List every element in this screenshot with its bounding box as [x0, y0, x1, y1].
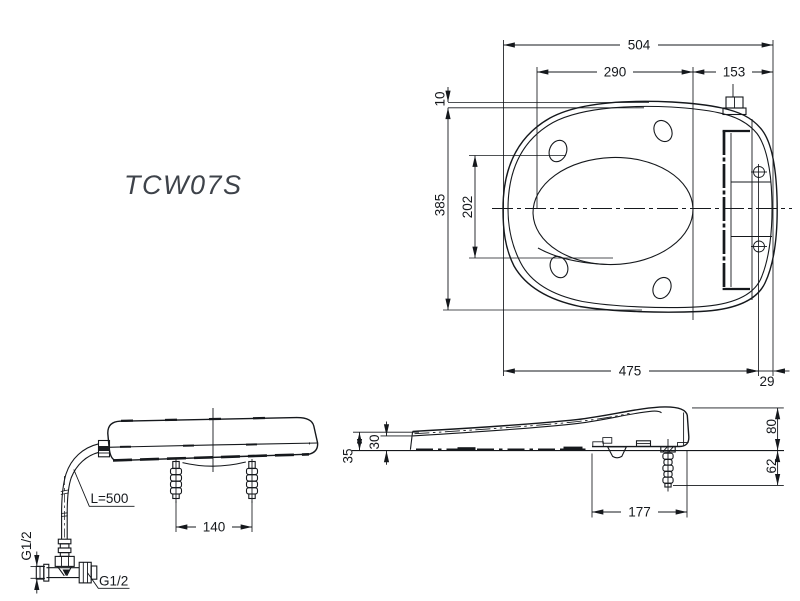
t-valve — [35, 538, 98, 584]
supply-hose — [60, 443, 99, 540]
side-view-dimensions: 35 30 80 62 177 — [341, 407, 784, 520]
rear-view-dimensions: 140 — [175, 501, 253, 535]
seat-bumper-holes — [548, 119, 673, 300]
thread-supply-label: G1/2 — [99, 574, 128, 589]
dim-385-label: 385 — [433, 194, 448, 217]
mount-bolt-right — [245, 459, 259, 503]
hinge-bolt — [722, 84, 747, 116]
dim-30-label: 30 — [367, 434, 382, 449]
water-inlet-connector — [97, 439, 111, 458]
top-view: 504 290 153 10 385 202 475 29 — [433, 38, 792, 389]
dim-62-label: 62 — [764, 458, 779, 473]
rear-view-annotations: L=500 G1/2 G1/2 — [19, 469, 135, 594]
dim-29-label: 29 — [759, 374, 774, 389]
dim-153-label: 153 — [723, 65, 746, 80]
side-view: 35 30 80 62 177 — [341, 406, 784, 520]
dim-177-label: 177 — [628, 505, 651, 520]
nozzle-detail — [602, 437, 613, 444]
dim-475-label: 475 — [619, 364, 642, 379]
model-label: TCW07S — [124, 170, 243, 200]
rear-body — [97, 408, 319, 472]
rear-view: 140 — [19, 408, 319, 594]
thread-inlet-label: G1/2 — [19, 531, 34, 560]
hinge-unit — [722, 84, 772, 300]
side-profile — [352, 406, 784, 459]
side-mount-bolt — [660, 439, 676, 492]
mount-bolt-left — [169, 459, 183, 503]
drain-flap — [606, 446, 628, 459]
dim-202-label: 202 — [460, 196, 475, 219]
dim-80-label: 80 — [764, 419, 779, 434]
dim-10-label: 10 — [433, 91, 448, 106]
hose-length-label: L=500 — [91, 491, 129, 506]
dim-140-label: 140 — [203, 520, 226, 535]
dim-504-label: 504 — [628, 38, 651, 53]
seat-top-outline — [492, 100, 792, 313]
dim-35-label: 35 — [341, 448, 356, 463]
top-view-dimensions: 504 290 153 10 385 202 475 29 — [433, 38, 790, 389]
dim-290-label: 290 — [604, 65, 627, 80]
